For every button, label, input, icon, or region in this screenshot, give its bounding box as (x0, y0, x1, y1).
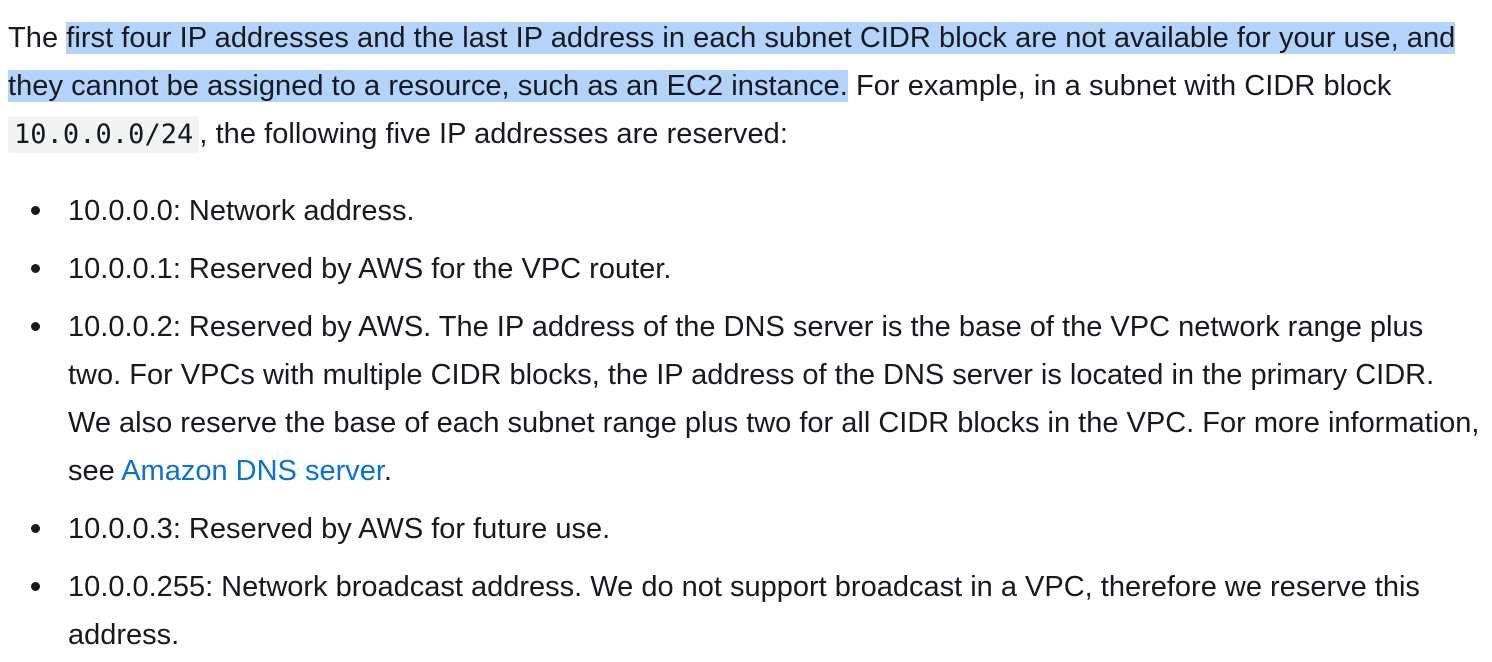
reserved-address-list: 10.0.0.0: Network address. 10.0.0.1: Res… (8, 187, 1484, 659)
intro-middle: For example, in a subnet with CIDR block (847, 70, 1392, 102)
intro-suffix: , the following five IP addresses are re… (199, 118, 788, 150)
intro-prefix: The (8, 22, 67, 54)
list-item: 10.0.0.1: Reserved by AWS for the VPC ro… (31, 245, 1484, 293)
list-item: 10.0.0.255: Network broadcast address. W… (31, 563, 1484, 659)
list-item: 10.0.0.3: Reserved by AWS for future use… (31, 505, 1484, 553)
list-item-text-end: . (383, 455, 392, 487)
cidr-code: 10.0.0.0/24 (8, 116, 200, 153)
intro-paragraph: The first four IP addresses and the last… (8, 14, 1484, 159)
list-item-text: 10.0.0.255: Network broadcast address. W… (68, 571, 1420, 651)
list-item-text: 10.0.0.1: Reserved by AWS for the VPC ro… (68, 253, 672, 285)
amazon-dns-server-link[interactable]: Amazon DNS server (121, 455, 384, 487)
bullet-icon (31, 322, 40, 331)
list-item: 10.0.0.2: Reserved by AWS. The IP addres… (31, 303, 1484, 495)
list-item-text: 10.0.0.3: Reserved by AWS for future use… (68, 513, 611, 545)
bullet-icon (31, 582, 40, 591)
bullet-icon (31, 206, 40, 215)
list-item-text: 10.0.0.0: Network address. (68, 195, 415, 227)
bullet-icon (31, 524, 40, 533)
bullet-icon (31, 264, 40, 273)
list-item-text: 10.0.0.2: Reserved by AWS. The IP addres… (68, 311, 1480, 487)
list-item: 10.0.0.0: Network address. (31, 187, 1484, 235)
